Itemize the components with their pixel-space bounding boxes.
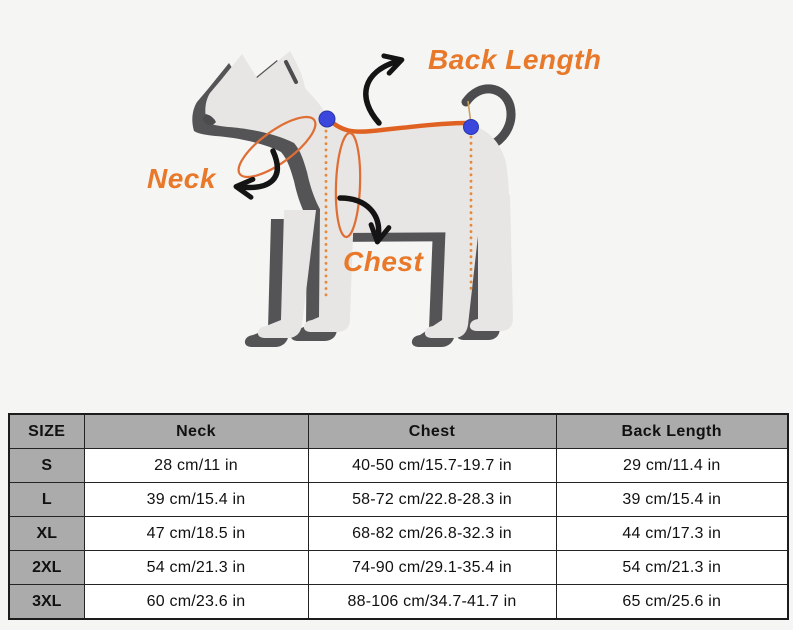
size-cell: 2XL xyxy=(8,550,85,585)
col-header-neck: Neck xyxy=(83,413,309,449)
neck-cell: 28 cm/11 in xyxy=(83,448,309,483)
dog-tail xyxy=(461,84,516,151)
size-table: SIZE Neck Chest Back Length S 28 cm/11 i… xyxy=(8,413,789,620)
back-length-cell: 44 cm/17.3 in xyxy=(555,516,789,551)
neck-cell: 60 cm/23.6 in xyxy=(83,584,309,620)
table-header-row: SIZE Neck Chest Back Length xyxy=(8,413,789,449)
back-length-cell: 39 cm/15.4 in xyxy=(555,482,789,517)
table-row-3xl: 3XL 60 cm/23.6 in 88-106 cm/34.7-41.7 in… xyxy=(8,584,789,620)
neck-arrow-icon xyxy=(233,148,281,200)
back-length-cell: 29 cm/11.4 in xyxy=(555,448,789,483)
dog-nose xyxy=(203,114,216,126)
neck-cell: 54 cm/21.3 in xyxy=(83,550,309,585)
size-cell: XL xyxy=(8,516,85,551)
back-length-cell: 54 cm/21.3 in xyxy=(555,550,789,585)
chest-cell: 88-106 cm/34.7-41.7 in xyxy=(307,584,557,620)
neck-cell: 47 cm/18.5 in xyxy=(83,516,309,551)
tailbase-marker-dot xyxy=(463,119,479,135)
neck-cell: 39 cm/15.4 in xyxy=(83,482,309,517)
chest-label: Chest xyxy=(343,246,424,277)
chest-cell: 58-72 cm/22.8-28.3 in xyxy=(307,482,557,517)
neck-label: Neck xyxy=(147,163,216,194)
size-cell: 3XL xyxy=(8,584,85,620)
chest-cell: 74-90 cm/29.1-35.4 in xyxy=(307,550,557,585)
size-cell: L xyxy=(8,482,85,517)
back-measure-line xyxy=(326,117,469,134)
table-row-xl: XL 47 cm/18.5 in 68-82 cm/26.8-32.3 in 4… xyxy=(8,516,789,551)
chest-cell: 68-82 cm/26.8-32.3 in xyxy=(307,516,557,551)
dog-ear-mark xyxy=(284,60,298,84)
table-row-2xl: 2XL 54 cm/21.3 in 74-90 cm/29.1-35.4 in … xyxy=(8,550,789,585)
back-length-label: Back Length xyxy=(428,44,602,75)
table-row-s: S 28 cm/11 in 40-50 cm/15.7-19.7 in 29 c… xyxy=(8,448,789,483)
chest-measure-ellipse xyxy=(334,131,362,239)
back-length-cell: 65 cm/25.6 in xyxy=(555,584,789,620)
withers-marker-dot xyxy=(318,110,336,128)
col-header-chest: Chest xyxy=(307,413,557,449)
back-length-arrow-icon xyxy=(363,53,405,126)
col-header-size: SIZE xyxy=(8,413,85,449)
dog-illustration xyxy=(192,51,516,347)
table-row-l: L 39 cm/15.4 in 58-72 cm/22.8-28.3 in 39… xyxy=(8,482,789,517)
chest-cell: 40-50 cm/15.7-19.7 in xyxy=(307,448,557,483)
chest-arrow-icon xyxy=(337,195,392,245)
size-cell: S xyxy=(8,448,85,483)
neck-measure-ellipse xyxy=(237,115,317,179)
dog-measurement-diagram: Back Length Neck Chest xyxy=(147,44,602,347)
col-header-back-length: Back Length xyxy=(555,413,789,449)
